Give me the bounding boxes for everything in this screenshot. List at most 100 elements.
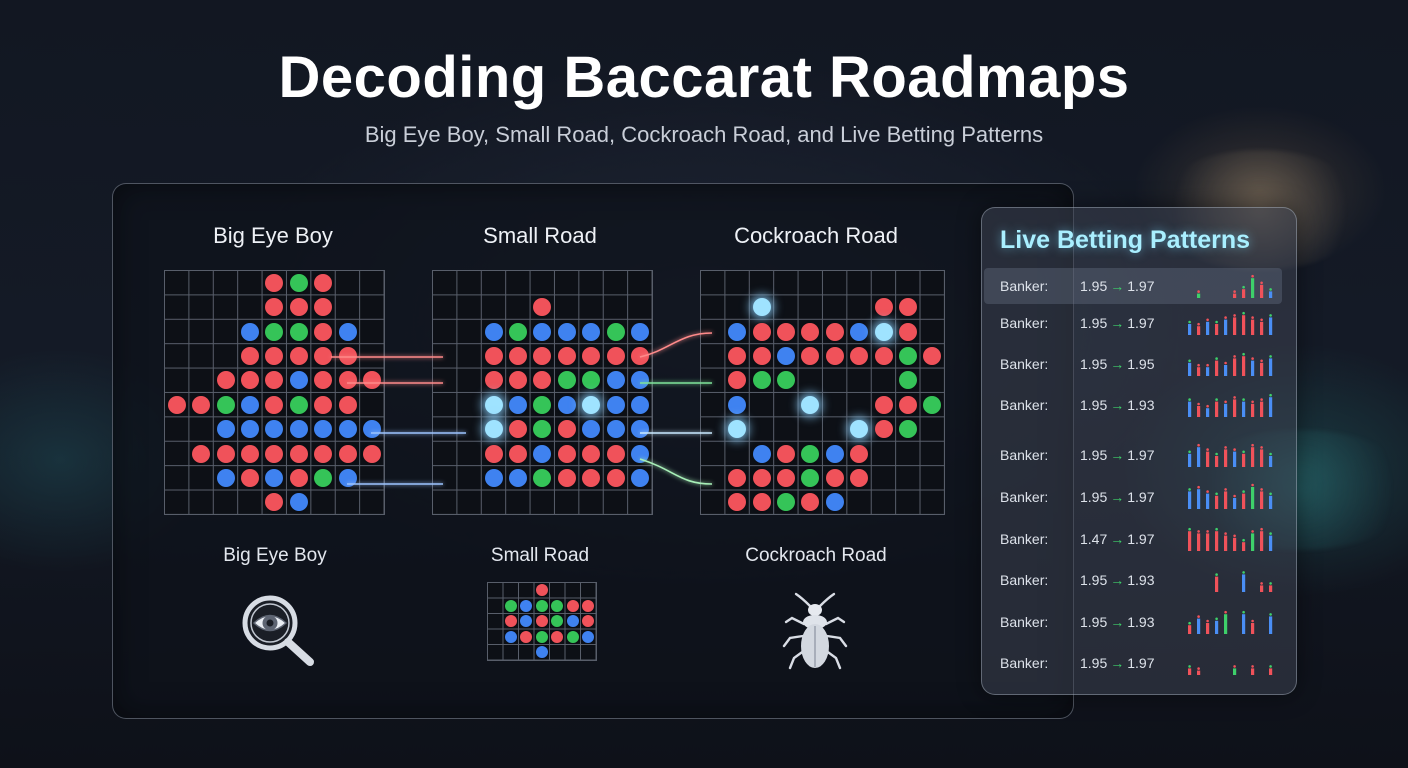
tie-bead bbox=[582, 371, 601, 390]
odds-arrow-icon: → bbox=[1110, 356, 1125, 372]
banker-bead bbox=[520, 630, 533, 643]
pattern-row-label: Banker: bbox=[1000, 397, 1049, 413]
player-bead bbox=[240, 420, 259, 439]
odds-from: 1.47 bbox=[1080, 531, 1108, 547]
pattern-row[interactable]: Banker: 1.95→1.93 bbox=[984, 387, 1282, 423]
banker-bead bbox=[338, 444, 357, 463]
player-bead bbox=[533, 322, 552, 341]
sparkline-bar bbox=[1188, 625, 1192, 634]
banker-bead bbox=[752, 346, 771, 365]
pattern-row-label: Banker: bbox=[1000, 315, 1049, 331]
banker-bead bbox=[533, 298, 552, 317]
sparkline-bar bbox=[1260, 449, 1264, 467]
sparkline-bar bbox=[1269, 616, 1273, 634]
player-bead bbox=[776, 346, 795, 365]
odds-arrow-icon: → bbox=[1110, 655, 1125, 671]
player-bead bbox=[520, 599, 533, 612]
banker-bead bbox=[508, 371, 527, 390]
pattern-sparkline bbox=[1197, 274, 1273, 298]
tie-bead bbox=[289, 273, 308, 292]
banker-bead bbox=[557, 468, 576, 487]
player-bead bbox=[504, 630, 517, 643]
sparkline-cap bbox=[1233, 448, 1236, 451]
banker-bead bbox=[535, 584, 548, 597]
sparkline-bar bbox=[1233, 317, 1237, 335]
banker-bead bbox=[606, 346, 625, 365]
sparkline-cap bbox=[1269, 532, 1272, 535]
sparkline-bar bbox=[1242, 493, 1246, 509]
banker-bead bbox=[265, 346, 284, 365]
sparkline-cap bbox=[1224, 316, 1227, 319]
sparkline-cap bbox=[1251, 665, 1254, 668]
banker-bead bbox=[606, 444, 625, 463]
sparkline-bar bbox=[1269, 317, 1273, 335]
player-bead bbox=[240, 395, 259, 414]
odds-arrow-icon: → bbox=[1110, 489, 1125, 505]
sparkline-bar bbox=[1233, 668, 1237, 675]
sparkline-cap bbox=[1206, 619, 1209, 623]
sparkline-bar bbox=[1233, 537, 1237, 551]
pattern-row[interactable]: Banker:1.95→1.97 bbox=[984, 437, 1282, 473]
pattern-row[interactable]: Banker:1.95→1.95 bbox=[984, 346, 1282, 382]
tie-bead bbox=[776, 371, 795, 390]
odds-to: 1.97 bbox=[1127, 531, 1155, 547]
pattern-sparkline bbox=[1215, 571, 1273, 592]
pattern-row[interactable]: Banker:1.47→1.97 bbox=[984, 521, 1282, 557]
sparkline-bar bbox=[1188, 531, 1192, 551]
odds-to: 1.93 bbox=[1127, 614, 1155, 630]
banker-bead bbox=[314, 371, 333, 390]
pattern-row-odds: 1.95→1.93 bbox=[1080, 572, 1155, 588]
player-bead bbox=[557, 395, 576, 414]
banker-bead bbox=[582, 599, 595, 612]
pattern-row[interactable]: Banker:1.95→1.93 bbox=[984, 562, 1282, 598]
odds-to: 1.97 bbox=[1127, 278, 1155, 294]
banker-bead bbox=[508, 444, 527, 463]
sparkline-bar bbox=[1197, 489, 1201, 509]
banker-bead bbox=[508, 346, 527, 365]
banker-bead bbox=[557, 346, 576, 365]
odds-to: 1.97 bbox=[1127, 489, 1155, 505]
pattern-row-label: Banker: bbox=[1000, 489, 1049, 505]
pattern-sparkline bbox=[1188, 665, 1273, 675]
pattern-row[interactable]: Banker: 1.95→1.97 bbox=[984, 479, 1282, 515]
sparkline-bar bbox=[1215, 360, 1219, 376]
odds-from: 1.95 bbox=[1080, 572, 1108, 588]
odds-arrow-icon: → bbox=[1110, 278, 1125, 294]
sparkline-cap bbox=[1206, 490, 1209, 493]
sparkline-cap bbox=[1233, 494, 1236, 498]
odds-from: 1.95 bbox=[1080, 278, 1108, 294]
sparkline-cap bbox=[1197, 363, 1200, 367]
sparkline-cap bbox=[1269, 613, 1272, 616]
sparkline-bar bbox=[1197, 533, 1201, 551]
player-bead bbox=[484, 322, 503, 341]
banker-bead bbox=[728, 468, 747, 487]
sparkline-bar bbox=[1215, 495, 1219, 509]
tie-bead bbox=[551, 599, 564, 612]
banker-bead bbox=[557, 420, 576, 439]
pattern-row[interactable]: Banker:1.95→1.97 bbox=[984, 268, 1282, 304]
odds-from: 1.95 bbox=[1080, 489, 1108, 505]
sparkline-cap bbox=[1260, 527, 1263, 531]
banker-bead bbox=[314, 298, 333, 317]
pattern-row-label: Banker: bbox=[1000, 655, 1049, 671]
sparkline-cap bbox=[1260, 446, 1263, 449]
pattern-row[interactable]: Banker:1.95→1.93 bbox=[984, 604, 1282, 640]
odds-arrow-icon: → bbox=[1110, 572, 1125, 588]
highlight-bead bbox=[728, 420, 747, 439]
pattern-row[interactable]: Banker:1.95→1.97 bbox=[984, 645, 1282, 681]
sparkline-bar bbox=[1206, 493, 1210, 509]
banker-bead bbox=[801, 346, 820, 365]
sparkline-cap bbox=[1197, 485, 1200, 489]
highlight-bead bbox=[484, 395, 503, 414]
banker-bead bbox=[362, 444, 381, 463]
sparkline-cap bbox=[1215, 617, 1218, 621]
banker-bead bbox=[265, 395, 284, 414]
banker-bead bbox=[338, 371, 357, 390]
pattern-row-odds: 1.95→1.93 bbox=[1080, 397, 1155, 413]
pattern-row[interactable]: Banker:1.95→1.97 bbox=[984, 305, 1282, 341]
player-bead bbox=[362, 420, 381, 439]
sparkline-cap bbox=[1197, 443, 1200, 447]
sparkline-bar bbox=[1242, 315, 1246, 335]
sparkline-bar bbox=[1233, 451, 1237, 467]
sparkline-bar bbox=[1224, 535, 1228, 551]
